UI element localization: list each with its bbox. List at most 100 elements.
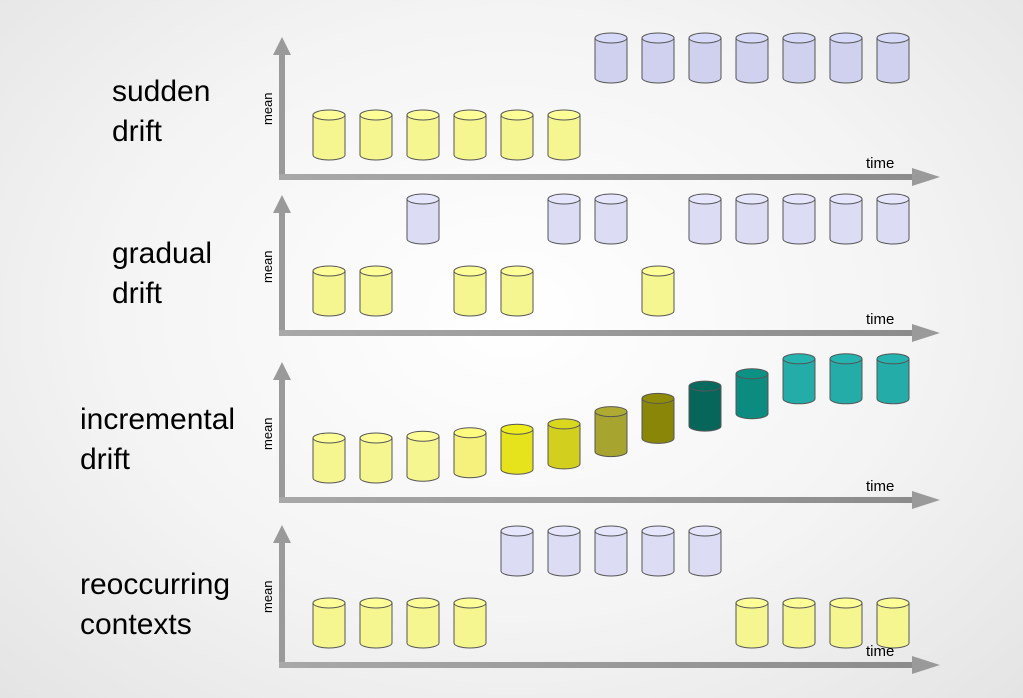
cylinder-top xyxy=(876,32,910,44)
cylinder-body xyxy=(594,198,628,245)
y-axis-arrowhead xyxy=(273,525,291,543)
cylinder-body xyxy=(594,530,628,577)
label-line: contexts xyxy=(80,608,192,641)
cylinder-top xyxy=(547,193,581,205)
cylinder-body xyxy=(782,358,816,405)
data-cylinder xyxy=(406,430,440,482)
label-line: incremental xyxy=(80,403,236,436)
label-line: drift xyxy=(112,115,163,148)
cylinder-top xyxy=(829,597,863,609)
data-cylinder xyxy=(876,597,910,649)
data-cylinder xyxy=(876,193,910,245)
data-cylinder xyxy=(829,353,863,405)
panel-label-reoccurring-contexts: reoccurring contexts xyxy=(80,565,230,645)
cylinder-top xyxy=(641,32,675,44)
data-cylinder xyxy=(688,32,722,84)
cylinder-body xyxy=(500,428,534,475)
y-axis-arrowhead xyxy=(273,362,291,380)
cylinder-top xyxy=(312,597,346,609)
data-cylinder xyxy=(782,193,816,245)
cylinder-body xyxy=(547,114,581,161)
y-axis xyxy=(279,539,285,665)
cylinder-top xyxy=(876,597,910,609)
y-axis xyxy=(279,51,285,177)
data-cylinder xyxy=(312,432,346,484)
data-cylinder xyxy=(359,597,393,649)
label-line: drift xyxy=(112,277,163,310)
cylinder-body xyxy=(500,530,534,577)
cylinder-body xyxy=(547,198,581,245)
cylinder-top xyxy=(359,265,393,277)
cylinder-top xyxy=(359,432,393,444)
data-cylinder xyxy=(453,265,487,317)
cylinder-top xyxy=(735,368,769,380)
data-cylinder xyxy=(500,265,534,317)
cylinder-top xyxy=(594,193,628,205)
cylinder-body xyxy=(453,602,487,649)
panel-label-incremental-drift: incremental drift xyxy=(80,400,235,480)
data-cylinder xyxy=(688,380,722,432)
data-cylinder xyxy=(735,32,769,84)
x-axis-arrowhead xyxy=(912,656,940,674)
cylinder-body xyxy=(876,602,910,649)
data-cylinder xyxy=(782,32,816,84)
data-cylinder xyxy=(876,32,910,84)
cylinder-body xyxy=(688,530,722,577)
cylinder-body xyxy=(406,198,440,245)
data-cylinder xyxy=(312,109,346,161)
data-cylinder xyxy=(547,418,581,470)
cylinder-top xyxy=(829,353,863,365)
cylinder-body xyxy=(641,397,675,444)
y-axis-arrowhead xyxy=(273,37,291,55)
x-axis-label: time xyxy=(866,643,894,660)
data-cylinder xyxy=(829,597,863,649)
x-axis-label: time xyxy=(866,311,894,328)
cylinder-top xyxy=(876,353,910,365)
y-axis-label: mean xyxy=(260,417,275,450)
cylinder-top xyxy=(500,525,534,537)
cylinder-top xyxy=(641,265,675,277)
cylinder-body xyxy=(547,530,581,577)
cylinder-body xyxy=(735,37,769,84)
data-cylinder xyxy=(688,193,722,245)
y-axis xyxy=(279,376,285,500)
data-cylinder xyxy=(641,392,675,444)
cylinder-body xyxy=(876,37,910,84)
x-axis-arrowhead xyxy=(912,324,940,342)
cylinder-top xyxy=(453,597,487,609)
data-cylinder xyxy=(594,406,628,458)
data-cylinder xyxy=(547,525,581,577)
cylinder-top xyxy=(735,32,769,44)
y-axis xyxy=(279,209,285,333)
data-cylinder xyxy=(641,525,675,577)
data-cylinder xyxy=(641,265,675,317)
cylinder-top xyxy=(829,193,863,205)
label-line: reoccurring xyxy=(80,568,231,601)
data-cylinder xyxy=(782,353,816,405)
label-line: drift xyxy=(80,443,131,476)
cylinder-body xyxy=(500,114,534,161)
cylinder-body xyxy=(359,437,393,484)
data-cylinder xyxy=(453,109,487,161)
data-cylinder xyxy=(500,109,534,161)
cylinder-body xyxy=(406,435,440,482)
cylinder-top xyxy=(641,525,675,537)
data-cylinder xyxy=(735,597,769,649)
cylinder-top xyxy=(406,597,440,609)
cylinder-top xyxy=(594,525,628,537)
cylinder-body xyxy=(453,432,487,479)
cylinder-top xyxy=(782,353,816,365)
label-line: sudden xyxy=(112,75,211,108)
cylinder-top xyxy=(359,597,393,609)
cylinder-top xyxy=(782,597,816,609)
cylinder-body xyxy=(876,358,910,405)
cylinder-top xyxy=(547,109,581,121)
data-cylinder xyxy=(312,265,346,317)
cylinder-top xyxy=(735,193,769,205)
data-cylinder xyxy=(876,353,910,405)
cylinder-body xyxy=(782,602,816,649)
data-cylinder xyxy=(735,193,769,245)
